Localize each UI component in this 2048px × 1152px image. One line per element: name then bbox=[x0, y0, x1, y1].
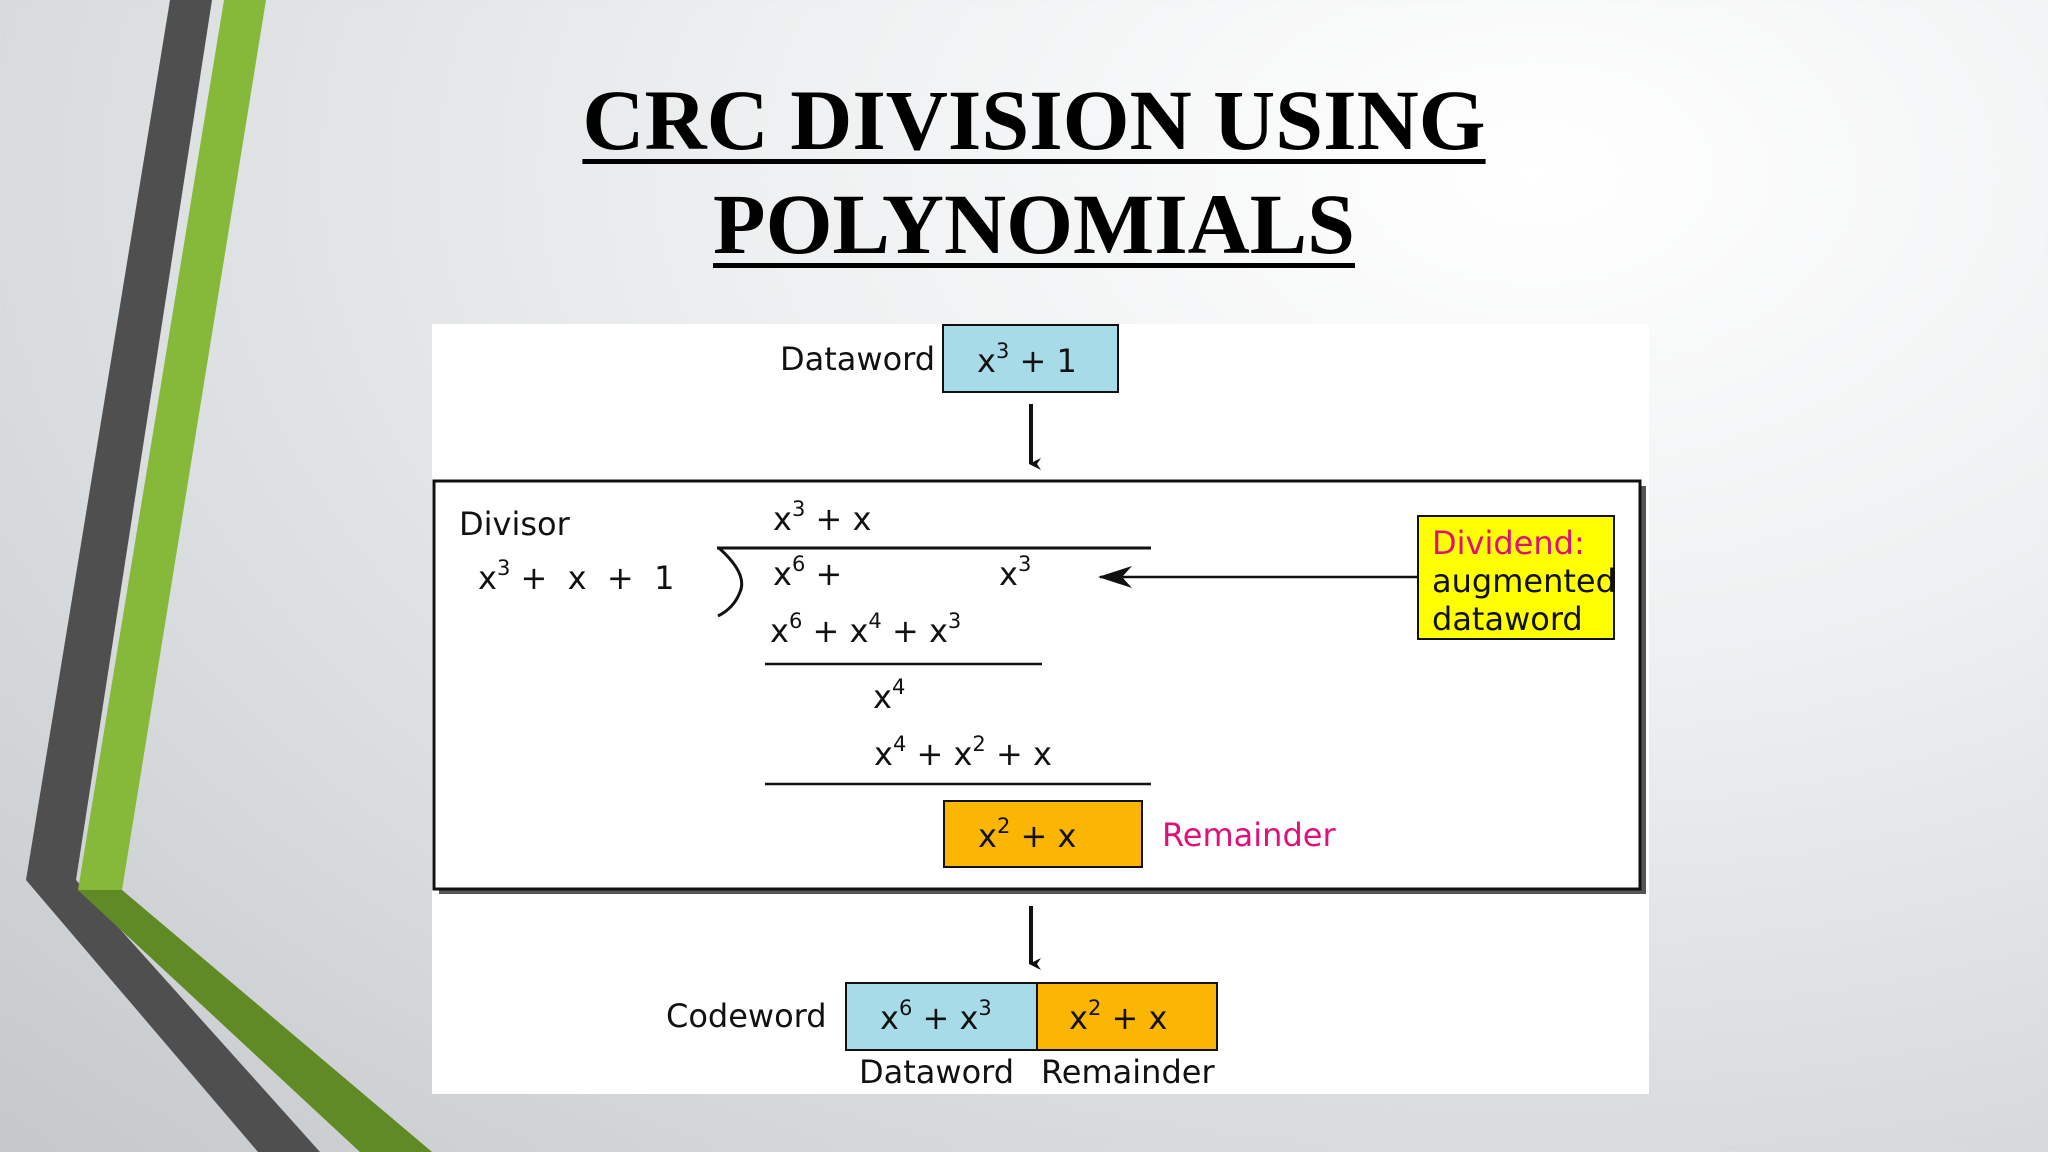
dividend-arrow-head bbox=[1098, 566, 1132, 588]
crc-diagram: Dataword x3 + 1 Divisor x3 + x + 1 x3 + … bbox=[432, 324, 1646, 1091]
crc-diagram-panel: Dataword x3 + 1 Divisor x3 + x + 1 x3 + … bbox=[432, 324, 1649, 1094]
result-row-1: x4 bbox=[873, 675, 905, 716]
subtract-row-1: x6 + x4 + x3 bbox=[770, 609, 961, 650]
codeword-label: Codeword bbox=[666, 997, 827, 1035]
dataword-box bbox=[942, 324, 1119, 393]
codeword-remainder-box bbox=[1036, 982, 1218, 1051]
slide-title: CRC DIVISION USING POLYNOMIALS bbox=[0, 68, 2048, 276]
divisor-label: Divisor bbox=[459, 505, 571, 543]
divisor-poly: x3 + x + 1 bbox=[478, 556, 674, 597]
dark-green-band bbox=[78, 890, 432, 1152]
codeword-remainder-caption: Remainder bbox=[1041, 1053, 1215, 1091]
title-line-2: POLYNOMIALS bbox=[713, 176, 1355, 272]
dividend-row: x6 +x3 bbox=[773, 552, 1031, 593]
dividend-note-box bbox=[1417, 515, 1615, 640]
codeword-data-box bbox=[845, 982, 1038, 1051]
title-line-1: CRC DIVISION USING bbox=[582, 72, 1486, 168]
gray-stripe bbox=[26, 0, 320, 1152]
quotient: x3 + x bbox=[773, 497, 871, 538]
subtract-row-2: x4 + x2 + x bbox=[874, 732, 1052, 773]
remainder-label: Remainder bbox=[1162, 816, 1336, 854]
dividend-note-title: Dividend: bbox=[1432, 524, 1585, 562]
codeword-remainder-poly: x2 + x bbox=[1069, 996, 1167, 1037]
remainder-poly: x2 + x bbox=[978, 814, 1076, 855]
green-stripe bbox=[78, 0, 432, 1152]
dataword-label: Dataword bbox=[780, 340, 935, 378]
dividend-note-line3: dataword bbox=[1432, 600, 1583, 638]
remainder-box bbox=[943, 800, 1143, 868]
codeword-data-poly: x6 + x3 bbox=[880, 996, 992, 1037]
dividend-note-line2: augmented bbox=[1432, 562, 1616, 600]
dataword-poly: x3 + 1 bbox=[977, 339, 1077, 380]
division-bracket bbox=[717, 546, 1151, 618]
codeword-data-caption: Dataword bbox=[859, 1053, 1014, 1091]
